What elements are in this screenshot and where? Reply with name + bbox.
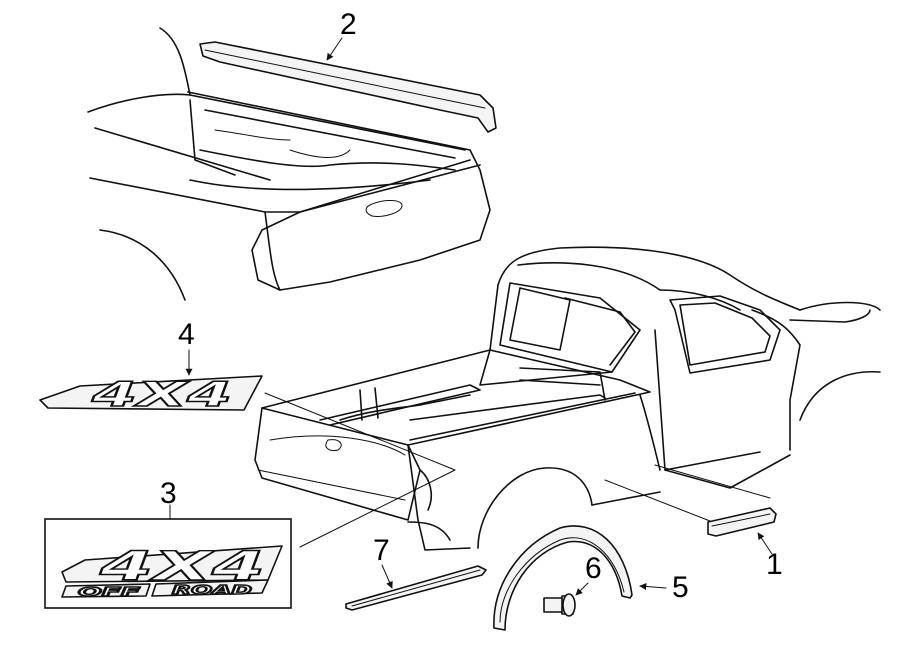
callout-6: 6 — [585, 552, 602, 585]
emblem-road-text: ROAD — [172, 583, 252, 597]
push-pin-retainer-part — [543, 593, 576, 617]
callout-5: 5 — [672, 571, 689, 604]
callout-arrows — [169, 37, 773, 596]
4x4-emblem-part: 4X4 — [39, 374, 263, 416]
callout-3: 3 — [160, 477, 177, 510]
callout-1: 1 — [766, 548, 783, 581]
leader-lines — [264, 392, 771, 548]
pickup-truck-illustration — [254, 246, 881, 551]
step-pad-part — [707, 507, 777, 537]
bed-rail-cap-part — [199, 41, 497, 133]
callout-2: 2 — [340, 8, 357, 41]
4x4-off-road-emblem-part: 4X4 OFF ROAD — [44, 518, 292, 609]
wheel-opening-molding-part — [493, 525, 633, 631]
upper-truck-bed-illustration — [87, 27, 491, 301]
emblem-4x4-text: 4X4 — [90, 375, 232, 415]
callout-7: 7 — [373, 534, 390, 567]
callout-4: 4 — [178, 318, 195, 351]
emblem-off-text: OFF — [78, 585, 142, 599]
